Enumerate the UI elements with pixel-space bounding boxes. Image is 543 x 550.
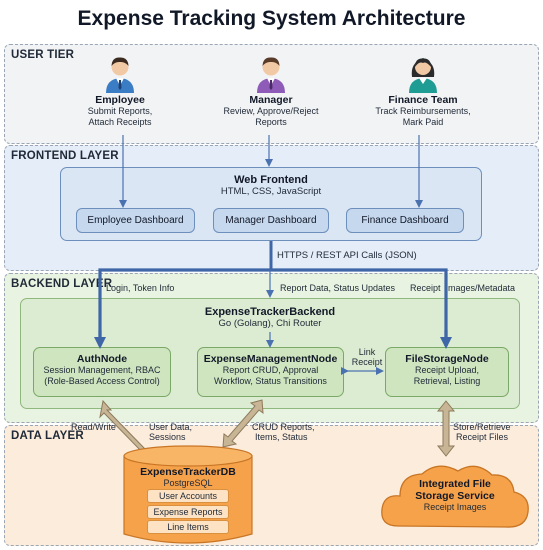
login-label: Login, Token Info xyxy=(106,283,175,293)
file-storage-line2: Storage Service xyxy=(415,490,495,502)
actor-manager: Manager Review, Approve/Reject Reports xyxy=(206,53,336,128)
backend-tier-label: BACKEND LAYER xyxy=(11,278,113,290)
data-tier-label: DATA LAYER xyxy=(11,430,84,442)
auth-node-title: AuthNode xyxy=(76,353,128,365)
receipt-files-label: Receipt Files xyxy=(456,432,509,442)
actor-desc: Attach Receipts xyxy=(88,117,152,127)
db-table-expense-reports: Expense Reports xyxy=(147,505,229,519)
items-status-label: Items, Status xyxy=(255,432,308,442)
data-tier: DATA LAYER xyxy=(4,425,539,546)
frontend-tier-label: FRONTEND LAYER xyxy=(11,150,119,162)
receipt-images-label: Receipt Images/Metadata xyxy=(410,283,516,293)
diagram-title: Expense Tracking System Architecture xyxy=(77,7,466,30)
database-label: ExpenseTrackerDB PostgreSQL xyxy=(124,466,252,488)
backend-tech: Go (Golang), Chi Router xyxy=(218,318,322,329)
actor-desc: Reports xyxy=(255,117,287,127)
actor-desc: Submit Reports, xyxy=(87,106,153,116)
file-storage-cloud xyxy=(381,465,529,528)
actor-name: Employee xyxy=(95,94,145,106)
expense-management-node: ExpenseManagementNode Report CRUD, Appro… xyxy=(197,347,344,397)
web-frontend-title: Web Frontend xyxy=(234,174,308,186)
expense-db-arrow xyxy=(222,399,264,448)
db-table-line-items: Line Items xyxy=(147,520,229,534)
file-storage-sub: Receipt Images xyxy=(423,502,487,512)
link-receipt-label: Receipt xyxy=(351,357,383,367)
auth-node-desc: (Role-Based Access Control) xyxy=(44,375,160,386)
expense-node-desc: Workflow, Status Transitions xyxy=(214,375,327,386)
actor-finance-team: Finance Team Track Reimbursements, Mark … xyxy=(358,53,488,128)
read-write-label: Read/Write xyxy=(71,422,116,432)
file-cloud-arrow xyxy=(436,400,456,457)
expense-node-desc: Report CRUD, Approval xyxy=(222,365,319,375)
api-label: HTTPS / REST API Calls (JSON) xyxy=(277,250,417,261)
api-branch xyxy=(98,268,448,345)
store-retrieve-label: Store/Retrieve xyxy=(453,422,511,432)
file-node-title: FileStorageNode xyxy=(405,353,489,365)
employee-icon xyxy=(106,57,134,93)
web-frontend-tech: HTML, CSS, JavaScript xyxy=(220,186,322,197)
file-storage-node: FileStorageNode Receipt Upload, Retrieva… xyxy=(385,347,509,397)
finance-team-icon xyxy=(409,58,437,93)
file-node-desc: Retrieval, Listing xyxy=(413,375,481,386)
crud-reports-label: CRUD Reports, xyxy=(252,422,315,432)
expense-node-title: ExpenseManagementNode xyxy=(203,353,338,365)
actor-name: Manager xyxy=(249,94,293,106)
link-label: Link xyxy=(358,347,376,357)
user-data-label: User Data, xyxy=(149,422,193,432)
actor-desc: Review, Approve/Reject xyxy=(223,106,319,116)
backend-title: ExpenseTrackerBackend xyxy=(204,306,336,318)
actor-desc: Track Reimbursements, xyxy=(375,106,471,116)
actor-desc: Mark Paid xyxy=(402,117,444,127)
file-storage-label: Integrated File Storage Service Receipt … xyxy=(392,478,518,513)
finance-dashboard: Finance Dashboard xyxy=(346,208,464,233)
database-engine: PostgreSQL xyxy=(163,478,213,488)
file-node-desc: Receipt Upload, xyxy=(414,365,480,375)
employee-dashboard: Employee Dashboard xyxy=(76,208,195,233)
db-table-user-accounts: User Accounts xyxy=(147,489,229,503)
actor-employee: Employee Submit Reports, Attach Receipts xyxy=(55,53,185,128)
actor-name: Finance Team xyxy=(388,94,458,106)
sessions-label: Sessions xyxy=(149,432,186,442)
manager-dashboard: Manager Dashboard xyxy=(213,208,329,233)
file-storage-line1: Integrated File xyxy=(419,478,491,490)
report-data-label: Report Data, Status Updates xyxy=(280,283,396,293)
user-tier-label: USER TIER xyxy=(11,49,75,61)
database-name: ExpenseTrackerDB xyxy=(140,466,236,478)
manager-icon xyxy=(257,57,285,93)
auth-node-desc: Session Management, RBAC xyxy=(43,365,161,375)
auth-node: AuthNode Session Management, RBAC (Role-… xyxy=(33,347,171,397)
user-tier: USER TIER xyxy=(4,44,539,144)
